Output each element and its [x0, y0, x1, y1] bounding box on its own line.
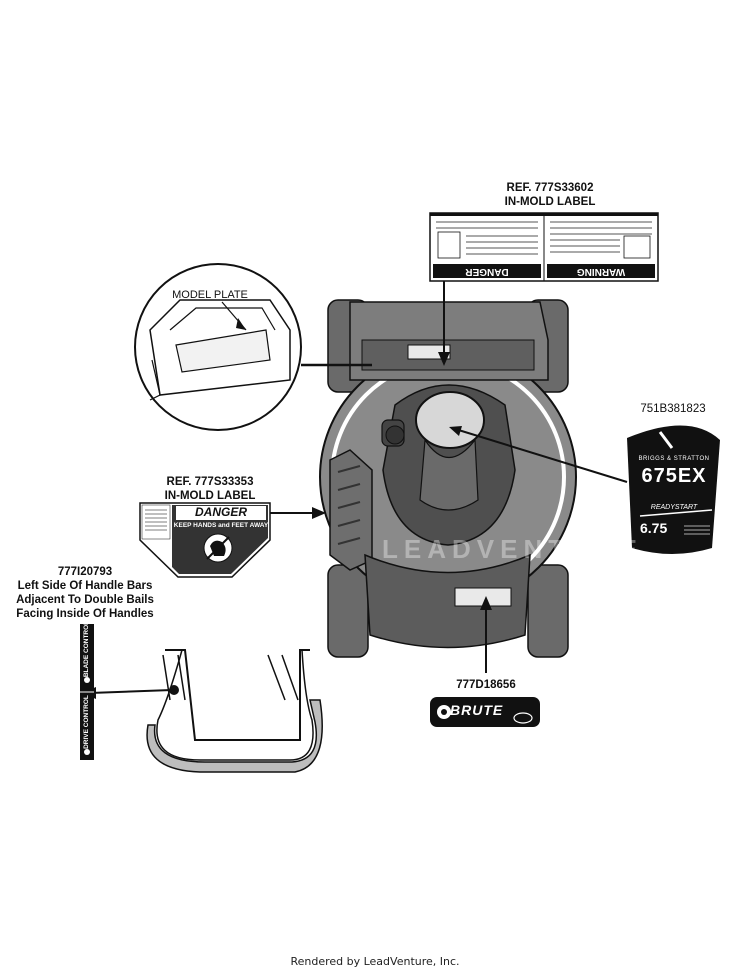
drive-control-text: DRIVE CONTROL [83, 695, 90, 749]
footer-credit: Rendered by LeadVenture, Inc. [290, 955, 460, 968]
engine-recoil-cap [415, 391, 485, 449]
callout-part-777i20793-line3: Adjacent To Double Bails [16, 594, 154, 606]
danger-small-subtext: KEEP HANDS and FEET AWAY [173, 522, 269, 529]
callout-part-777d18656: 777D18656 [456, 679, 516, 691]
front-left-wheel [327, 564, 369, 658]
parts-diagram [80, 212, 720, 773]
label-777s33353 [139, 502, 326, 578]
callout-ref-777s33353-line2: IN-MOLD LABEL [164, 490, 256, 502]
callout-part-777i20793-line4: Facing Inside Of Handles [16, 608, 154, 620]
callout-part-777i20793-line2: Left Side Of Handle Bars [17, 580, 153, 592]
danger-small-header: DANGER [194, 505, 247, 519]
callout-part-777i20793: 777I20793 Left Side Of Handle Bars Adjac… [10, 565, 160, 621]
handle-bar [82, 649, 323, 773]
label-777s33602 [429, 212, 659, 366]
callout-part-751b381823: 751B381823 [640, 403, 706, 415]
brute-logo-text: BRUTE [450, 702, 504, 718]
model-plate-label: MODEL PLATE [172, 289, 248, 301]
watermark-text: LEADVENTURE [382, 534, 644, 564]
danger-header-text: DANGER [465, 266, 509, 277]
warning-header-text: WARNING [576, 266, 626, 277]
model-plate-detail [134, 263, 372, 431]
callout-ref-777s33353: REF. 777S33353 IN-MOLD LABEL [140, 475, 280, 503]
callout-part-777i20793-line1: 777I20793 [57, 566, 113, 578]
label-777d18656 [430, 596, 540, 727]
engine-series-text: READYSTART [650, 504, 698, 511]
front-right-wheel [527, 564, 569, 658]
callout-ref-777s33602-line1: REF. 777S33602 [506, 182, 594, 194]
front-housing [364, 553, 531, 649]
callout-ref-777s33353-line1: REF. 777S33353 [166, 476, 254, 488]
callout-ref-777s33602: REF. 777S33602 IN-MOLD LABEL [470, 181, 630, 209]
engine-brand-text: BRIGGS & STRATTON [638, 456, 710, 462]
control-decal [80, 624, 94, 760]
label-751b381823 [449, 425, 720, 554]
engine-model-text: 675EX [641, 465, 707, 487]
engine-torque-text: 6.75 [640, 520, 668, 536]
callout-ref-777s33602-line2: IN-MOLD LABEL [504, 196, 596, 208]
mower-illustration [319, 299, 577, 658]
